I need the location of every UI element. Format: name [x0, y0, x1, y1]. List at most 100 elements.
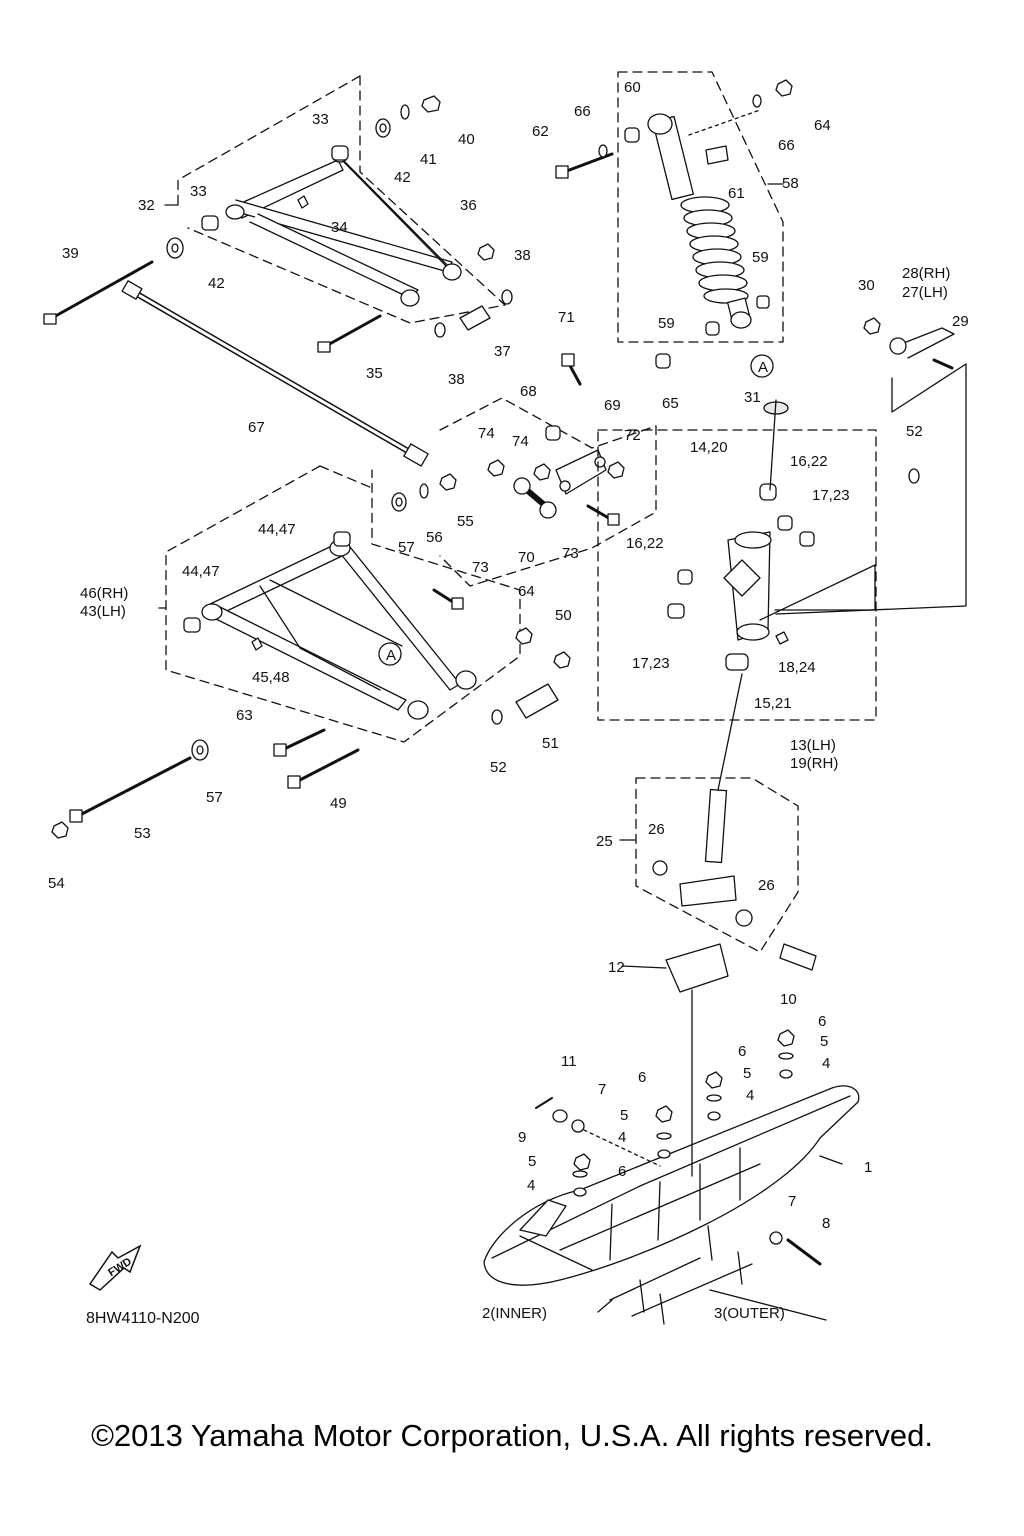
- callout-61[interactable]: 61: [728, 185, 745, 202]
- callout-44-47[interactable]: 44,47: [258, 521, 296, 538]
- callout-60[interactable]: 60: [624, 79, 641, 96]
- callout-51[interactable]: 51: [542, 735, 559, 752]
- callout-19[interactable]: 19(RH): [790, 755, 839, 772]
- callout-73[interactable]: 73: [472, 559, 489, 576]
- callout-73[interactable]: 73: [562, 545, 579, 562]
- callout-4[interactable]: 4: [527, 1177, 536, 1194]
- callout-29[interactable]: 29: [952, 313, 969, 330]
- callout-25[interactable]: 25: [596, 833, 613, 850]
- callout-31[interactable]: 31: [744, 389, 761, 406]
- callout-5[interactable]: 5: [743, 1065, 752, 1082]
- callout-9[interactable]: 9: [518, 1129, 527, 1146]
- callout-69[interactable]: 69: [604, 397, 621, 414]
- callout-26[interactable]: 26: [648, 821, 665, 838]
- callout-65[interactable]: 65: [662, 395, 679, 412]
- callout-66[interactable]: 66: [778, 137, 795, 154]
- callout-1[interactable]: 1: [864, 1159, 873, 1176]
- reference-mark-a: A: [386, 647, 397, 664]
- callout-11[interactable]: 11: [561, 1053, 577, 1070]
- callout-49[interactable]: 49: [330, 795, 347, 812]
- callout-71[interactable]: 71: [558, 309, 575, 326]
- callout-52[interactable]: 52: [906, 423, 923, 440]
- callout-3[interactable]: 3(OUTER): [714, 1305, 785, 1322]
- callout-57[interactable]: 57: [398, 539, 415, 556]
- callout-42[interactable]: 42: [208, 275, 225, 292]
- reference-mark-a: A: [758, 359, 769, 376]
- callout-4[interactable]: 4: [618, 1129, 627, 1146]
- callout-14-20[interactable]: 14,20: [690, 439, 728, 456]
- callout-33[interactable]: 33: [190, 183, 207, 200]
- callout-74[interactable]: 74: [512, 433, 529, 450]
- callout-58[interactable]: 58: [782, 175, 799, 192]
- callout-7[interactable]: 7: [788, 1193, 797, 1210]
- callout-13[interactable]: 13(LH): [790, 737, 836, 754]
- callout-4[interactable]: 4: [822, 1055, 831, 1072]
- callout-43[interactable]: 43(LH): [80, 603, 126, 620]
- callout-55[interactable]: 55: [457, 513, 474, 530]
- ski: [483, 1029, 860, 1325]
- callout-18-24[interactable]: 18,24: [778, 659, 816, 676]
- callout-26[interactable]: 26: [758, 877, 775, 894]
- callout-36[interactable]: 36: [460, 197, 477, 214]
- callout-17-23[interactable]: 17,23: [632, 655, 670, 672]
- callout-10[interactable]: 10: [780, 991, 797, 1008]
- spindle-assembly: [597, 401, 920, 721]
- callout-28[interactable]: 28(RH): [902, 265, 951, 282]
- callout-6[interactable]: 6: [818, 1013, 827, 1030]
- callout-50[interactable]: 50: [555, 607, 572, 624]
- callout-4[interactable]: 4: [746, 1087, 755, 1104]
- callout-59[interactable]: 59: [658, 315, 675, 332]
- callout-6[interactable]: 6: [638, 1069, 647, 1086]
- callout-66[interactable]: 66: [574, 103, 591, 120]
- callout-64[interactable]: 64: [814, 117, 831, 134]
- upper-a-arm-group: [43, 75, 513, 353]
- callout-6[interactable]: 6: [738, 1043, 747, 1060]
- callout-27[interactable]: 27(LH): [902, 284, 948, 301]
- callout-68[interactable]: 68: [520, 383, 537, 400]
- callout-5[interactable]: 5: [528, 1153, 537, 1170]
- callout-59[interactable]: 59: [752, 249, 769, 266]
- callout-34[interactable]: 34: [331, 219, 348, 236]
- callout-46[interactable]: 46(RH): [80, 585, 129, 602]
- callout-56[interactable]: 56: [426, 529, 443, 546]
- callout-72[interactable]: 72: [624, 427, 641, 444]
- callout-32[interactable]: 32: [138, 197, 155, 214]
- callout-33[interactable]: 33: [312, 111, 329, 128]
- callout-37[interactable]: 37: [494, 343, 511, 360]
- callout-62[interactable]: 62: [532, 123, 549, 140]
- callout-57[interactable]: 57: [206, 789, 223, 806]
- callout-39[interactable]: 39: [62, 245, 79, 262]
- callout-38[interactable]: 38: [514, 247, 531, 264]
- callout-63[interactable]: 63: [236, 707, 253, 724]
- callout-40[interactable]: 40: [458, 131, 475, 148]
- callout-30[interactable]: 30: [858, 277, 875, 294]
- callout-67[interactable]: 67: [248, 419, 265, 436]
- callout-7[interactable]: 7: [598, 1081, 607, 1098]
- callout-41[interactable]: 41: [420, 151, 437, 168]
- callout-35[interactable]: 35: [366, 365, 383, 382]
- callout-53[interactable]: 53: [134, 825, 151, 842]
- callout-54[interactable]: 54: [48, 875, 65, 892]
- shock-absorber: [555, 71, 793, 369]
- callout-38[interactable]: 38: [448, 371, 465, 388]
- callout-74[interactable]: 74: [478, 425, 495, 442]
- callout-5[interactable]: 5: [620, 1107, 629, 1124]
- callout-15-21[interactable]: 15,21: [754, 695, 792, 712]
- callout-12[interactable]: 12: [608, 959, 625, 976]
- callout-6[interactable]: 6: [618, 1163, 627, 1180]
- callout-17-23[interactable]: 17,23: [812, 487, 850, 504]
- callout-16-22[interactable]: 16,22: [626, 535, 664, 552]
- callout-64[interactable]: 64: [518, 583, 535, 600]
- callout-16-22[interactable]: 16,22: [790, 453, 828, 470]
- callout-44-47[interactable]: 44,47: [182, 563, 220, 580]
- long-shaft: [121, 280, 429, 467]
- lower-a-arm-group: [51, 465, 571, 839]
- callout-70[interactable]: 70: [518, 549, 535, 566]
- callout-5[interactable]: 5: [820, 1033, 829, 1050]
- callout-52[interactable]: 52: [490, 759, 507, 776]
- callout-8[interactable]: 8: [822, 1215, 831, 1232]
- callout-45-48[interactable]: 45,48: [252, 669, 290, 686]
- callout-2[interactable]: 2(INNER): [482, 1305, 548, 1322]
- callout-42[interactable]: 42: [394, 169, 411, 186]
